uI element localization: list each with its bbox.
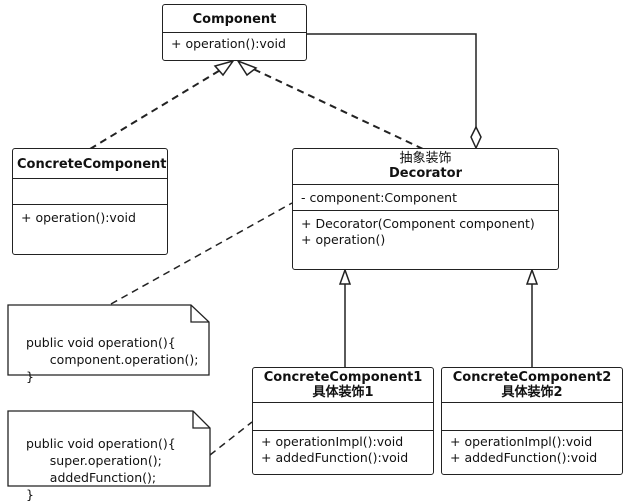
class-header: ConcreteComponent2 具体装饰2 bbox=[442, 368, 622, 403]
methods-section: + operation():void bbox=[13, 205, 167, 229]
note-line: public void operation(){ bbox=[25, 335, 176, 350]
attributes-section: - component:Component bbox=[293, 185, 558, 211]
realization-line-decorator bbox=[246, 65, 424, 150]
inheritance-arrowhead-1 bbox=[338, 267, 352, 285]
realization-arrowhead-left bbox=[213, 59, 235, 77]
stereotype-label: 抽象装饰 bbox=[399, 151, 452, 166]
class-name: Decorator bbox=[389, 166, 462, 181]
class-component[interactable]: Component + operation():void bbox=[162, 4, 307, 61]
class-header: ConcreteComponent1 具体装饰1 bbox=[253, 368, 433, 403]
class-decorator[interactable]: 抽象装饰 Decorator - component:Component + D… bbox=[292, 148, 559, 270]
note-line: addedFunction(); bbox=[25, 470, 157, 485]
class-concrete-component[interactable]: ConcreteComponent + operation():void bbox=[12, 148, 168, 255]
method: + operation():void bbox=[171, 36, 286, 51]
class-header: 抽象装饰 Decorator bbox=[293, 149, 558, 185]
class-name: ConcreteComponent bbox=[13, 149, 167, 179]
aggregation-diamond bbox=[470, 125, 482, 150]
methods-section: + operation():void bbox=[163, 33, 306, 55]
method: + addedFunction():void bbox=[450, 450, 598, 465]
note-line: } bbox=[25, 369, 34, 384]
realization-line-concretecomponent bbox=[89, 65, 228, 150]
note-line: super.operation(); bbox=[25, 453, 162, 468]
class-subtitle: 具体装饰1 bbox=[312, 385, 374, 400]
attributes-section bbox=[442, 403, 622, 431]
method: + operationImpl():void bbox=[261, 434, 404, 449]
class-subtitle: 具体装饰2 bbox=[501, 385, 563, 400]
class-concrete-decorator-2[interactable]: ConcreteComponent2 具体装饰2 + operationImpl… bbox=[441, 367, 623, 475]
note-line: public void operation(){ bbox=[25, 436, 176, 451]
attributes-section bbox=[253, 403, 433, 431]
aggregation-line bbox=[307, 33, 477, 128]
methods-section: + Decorator(Component component) + opera… bbox=[293, 211, 558, 251]
methods-section: + operationImpl():void + addedFunction()… bbox=[442, 431, 622, 469]
note-decorator-operation[interactable]: public void operation(){ component.opera… bbox=[18, 317, 199, 385]
realization-arrowhead-right bbox=[236, 59, 258, 77]
note-line: } bbox=[25, 487, 34, 502]
methods-section: + operationImpl():void + addedFunction()… bbox=[253, 431, 433, 469]
note-anchor-decorator bbox=[110, 202, 293, 305]
note-shape-decorator bbox=[7, 304, 210, 376]
note-line: component.operation(); bbox=[25, 352, 199, 367]
class-concrete-decorator-1[interactable]: ConcreteComponent1 具体装饰1 + operationImpl… bbox=[252, 367, 434, 475]
method: + operationImpl():void bbox=[450, 434, 593, 449]
note-anchor-concrete bbox=[209, 421, 253, 456]
method: + operation() bbox=[301, 232, 386, 247]
class-name: ConcreteComponent1 bbox=[263, 370, 423, 385]
inheritance-arrowhead-2 bbox=[525, 267, 539, 285]
method: + operation():void bbox=[21, 210, 136, 225]
attribute: - component:Component bbox=[301, 190, 457, 205]
class-name: Component bbox=[163, 5, 306, 33]
method: + addedFunction():void bbox=[261, 450, 409, 465]
class-name: ConcreteComponent2 bbox=[452, 370, 612, 385]
method: + Decorator(Component component) bbox=[301, 216, 535, 231]
attributes-section bbox=[13, 179, 167, 205]
note-shape-concrete bbox=[7, 410, 211, 487]
note-concrete-operation[interactable]: public void operation(){ super.operation… bbox=[18, 418, 176, 503]
